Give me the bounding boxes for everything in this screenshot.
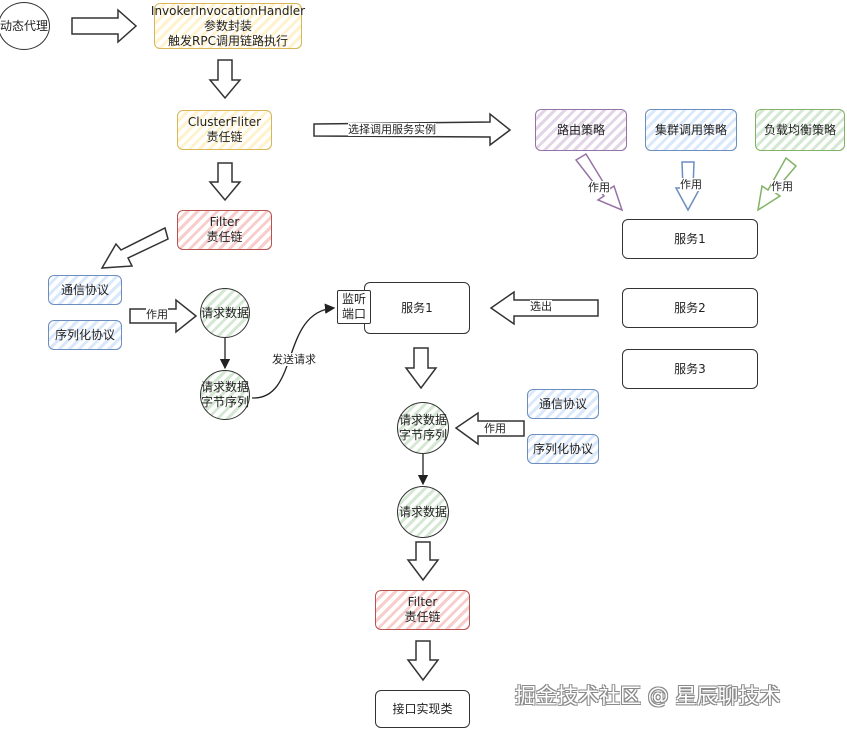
arrow-service1-down	[404, 347, 438, 390]
arrow-data-to-filter	[406, 541, 440, 582]
node-request-bytes-center-line1: 请求数据	[398, 413, 447, 427]
node-service1-right[interactable]: 服务1	[622, 219, 758, 259]
arrow-cluster-to-filter	[208, 162, 242, 202]
node-service2-right-label: 服务2	[674, 300, 706, 315]
node-request-data-left[interactable]: 请求数据	[200, 288, 250, 338]
edge-label-apply-cluster: 作用	[680, 178, 702, 191]
node-impl-class[interactable]: 接口实现类	[375, 690, 470, 728]
node-invoker-handler-line3: 触发RPC调用链路执行	[168, 33, 288, 48]
node-invoker-handler-line1: InvokerInvocationHandler	[150, 3, 306, 18]
edge-label-send-request: 发送请求	[272, 353, 316, 366]
node-invoker-handler-line2: 参数封装	[203, 18, 252, 33]
node-filter-bottom-line2: 责任链	[404, 610, 441, 624]
edge-label-apply-left: 作用	[146, 308, 168, 321]
node-route-strategy-label: 路由策略	[556, 122, 605, 137]
node-cluster-invoke-strategy-label: 集群调用策略	[654, 122, 727, 137]
node-service2-right[interactable]: 服务2	[622, 288, 758, 328]
node-service3-right-label: 服务3	[674, 361, 706, 376]
watermark-text: 掘金技术社区 @ 星辰聊技术	[515, 684, 781, 708]
edge-label-apply-right: 作用	[484, 422, 506, 435]
node-listen-port-line2: 端口	[341, 307, 366, 321]
arrow-handler-to-cluster	[208, 59, 242, 100]
node-cluster-filter-line2: 责任链	[206, 130, 243, 144]
node-filter-bottom-line1: Filter	[407, 595, 438, 609]
node-comm-protocol-left-label: 通信协议	[60, 282, 109, 297]
node-request-bytes-left-line1: 请求数据	[201, 380, 250, 394]
node-dynamic-proxy-label: 动态代理	[0, 18, 48, 33]
node-request-bytes-left[interactable]: 请求数据 字节序列	[200, 370, 250, 420]
arrow-filter-to-impl	[406, 640, 440, 682]
arrow-proxy-to-handler	[71, 8, 138, 44]
node-cluster-invoke-strategy[interactable]: 集群调用策略	[645, 109, 737, 151]
node-service1-center-label: 服务1	[401, 300, 433, 315]
node-dynamic-proxy[interactable]: 动态代理	[0, 2, 50, 50]
node-serialize-protocol-left-label: 序列化协议	[54, 327, 115, 342]
node-listen-port[interactable]: 监听 端口	[337, 290, 371, 324]
edge-label-select-out: 选出	[530, 300, 552, 313]
node-request-data-left-label: 请求数据	[201, 305, 250, 320]
node-request-data-center-label: 请求数据	[398, 504, 447, 519]
edge-label-apply-route: 作用	[588, 181, 610, 194]
node-request-data-center[interactable]: 请求数据	[397, 486, 449, 538]
node-route-strategy[interactable]: 路由策略	[535, 109, 627, 151]
node-filter-bottom[interactable]: Filter 责任链	[375, 590, 470, 630]
node-listen-port-line1: 监听	[341, 292, 366, 306]
arrow-filter-to-protocols	[100, 226, 169, 269]
node-filter-top[interactable]: Filter 责任链	[177, 210, 272, 250]
node-request-bytes-left-line2: 字节序列	[201, 395, 250, 409]
node-filter-top-line1: Filter	[209, 215, 240, 229]
node-load-balance-strategy[interactable]: 负载均衡策略	[755, 109, 845, 151]
node-service1-right-label: 服务1	[674, 231, 706, 246]
node-serialize-protocol-right[interactable]: 序列化协议	[527, 434, 599, 464]
node-impl-class-label: 接口实现类	[392, 701, 453, 716]
node-invoker-handler[interactable]: InvokerInvocationHandler 参数封装 触发RPC调用链路执…	[150, 3, 306, 49]
edge-label-apply-lb: 作用	[771, 180, 793, 193]
edge-label-select-instance: 选择调用服务实例	[348, 123, 436, 136]
node-filter-top-line2: 责任链	[206, 230, 243, 244]
node-serialize-protocol-right-label: 序列化协议	[532, 441, 593, 456]
node-request-bytes-center-line2: 字节序列	[398, 428, 447, 442]
node-cluster-filter-line1: ClusterFliter	[187, 115, 262, 129]
node-cluster-filter[interactable]: ClusterFliter 责任链	[177, 110, 272, 150]
node-service3-right[interactable]: 服务3	[622, 349, 758, 389]
node-comm-protocol-left[interactable]: 通信协议	[48, 275, 122, 305]
node-comm-protocol-right[interactable]: 通信协议	[527, 389, 599, 419]
node-serialize-protocol-left[interactable]: 序列化协议	[48, 320, 122, 350]
node-request-bytes-center[interactable]: 请求数据 字节序列	[397, 402, 449, 454]
node-comm-protocol-right-label: 通信协议	[538, 396, 587, 411]
node-load-balance-strategy-label: 负载均衡策略	[763, 122, 836, 137]
node-service1-center[interactable]: 服务1	[364, 282, 470, 334]
